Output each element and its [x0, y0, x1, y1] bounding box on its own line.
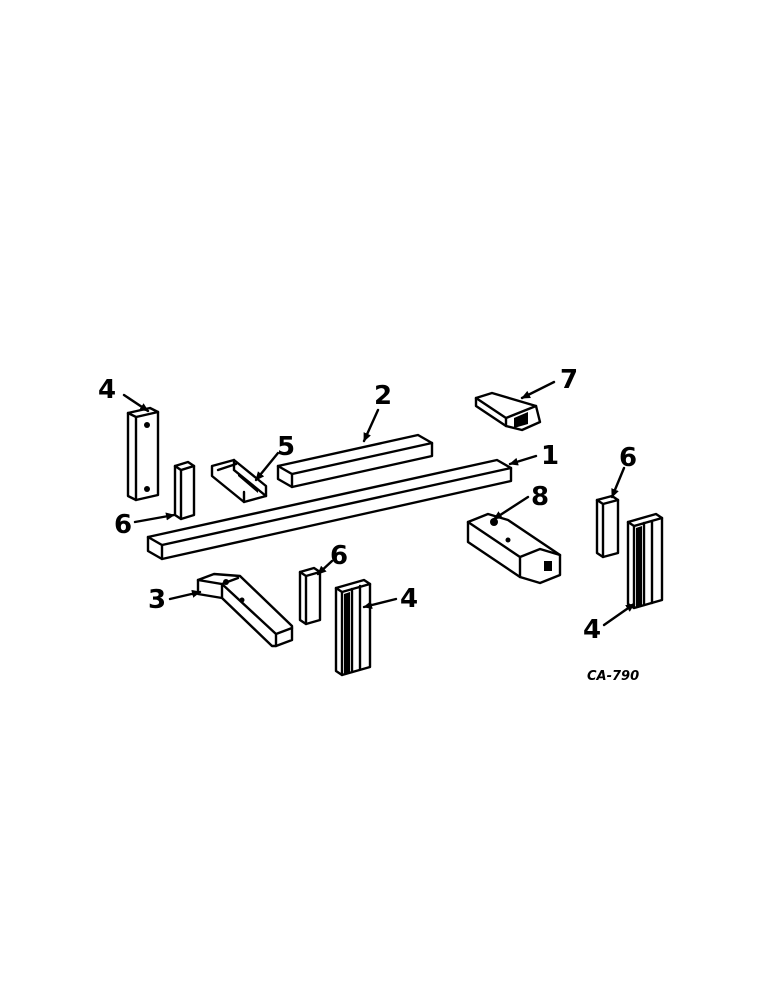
callout-6-center: 6 [330, 541, 348, 571]
part-7-wedge-bracket [474, 391, 542, 432]
callout-1: 1 [541, 441, 559, 471]
callout-5: 5 [277, 432, 295, 462]
leader-lines [122, 380, 636, 627]
callout-7: 7 [560, 365, 578, 395]
callout-4-top-left: 4 [98, 375, 116, 405]
callout-8: 8 [531, 482, 549, 512]
callout-4-bottom-right: 4 [583, 615, 601, 645]
part-6-plate-center [298, 566, 322, 626]
callout-4-bottom-center: 4 [400, 584, 418, 614]
part-2-short-bar [276, 433, 434, 489]
callout-6-right: 6 [619, 443, 637, 473]
part-6-plate-right [595, 494, 620, 559]
part-1-long-bar [146, 458, 513, 561]
part-8-channel-bracket [466, 512, 562, 585]
part-4-channel-bottom-right [626, 512, 664, 610]
callout-3: 3 [148, 585, 166, 615]
part-4-channel-bottom-center [334, 578, 372, 677]
part-3-u-channel [196, 572, 294, 648]
callout-6-left: 6 [114, 510, 132, 540]
part-6-plate-left [173, 460, 196, 521]
part-4-bracket-top-left [126, 406, 160, 502]
figure-code: CA-790 [587, 669, 639, 684]
part-5-channel [210, 458, 268, 504]
callout-2: 2 [374, 381, 392, 411]
